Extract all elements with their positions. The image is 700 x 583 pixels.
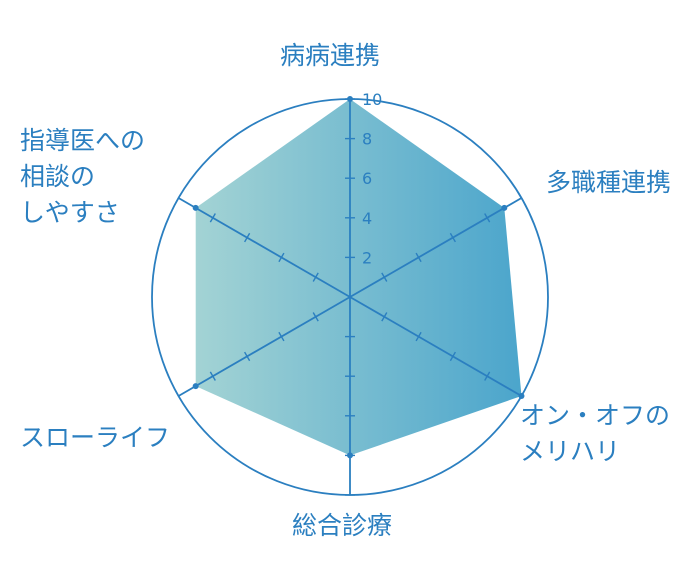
axis-tick-2-4 bbox=[415, 331, 422, 342]
axis-tick-2-2 bbox=[381, 312, 388, 322]
data-point-3 bbox=[347, 452, 353, 459]
axis-tick-4-6 bbox=[244, 351, 251, 362]
category-label-on-off-line2: メリハリ bbox=[520, 437, 621, 466]
axis-tick-4-4 bbox=[278, 331, 285, 342]
category-label-slow-life: スローライフ bbox=[20, 423, 171, 452]
axis-tick-5-4 bbox=[278, 252, 285, 263]
data-point-0 bbox=[347, 96, 353, 102]
data-area bbox=[195, 99, 522, 456]
data-point-2 bbox=[518, 393, 525, 399]
axis-tick-4-10 bbox=[175, 391, 182, 401]
tick-label-8: 8 bbox=[362, 130, 372, 149]
category-label-shidoi-line2: 相談の bbox=[20, 162, 96, 191]
category-label-shidoi-sodan: 指導医への 相談の しやすさ bbox=[20, 123, 145, 231]
axis-tick-5-8 bbox=[209, 213, 216, 223]
data-point-5 bbox=[192, 204, 199, 211]
axis-line-1 bbox=[349, 197, 522, 298]
category-label-on-off-meriharri: オン・オフの メリハリ bbox=[520, 398, 670, 470]
axis-line-2 bbox=[349, 296, 522, 397]
axis-tick-1-8 bbox=[484, 213, 491, 223]
axis-tick-1-10 bbox=[518, 193, 525, 203]
category-label-on-off-line1: オン・オフの bbox=[520, 401, 671, 430]
axis-tick-5-6 bbox=[244, 232, 251, 243]
axis-tick-5-2 bbox=[312, 272, 319, 282]
category-label-shidoi-line3: しやすさ bbox=[20, 198, 120, 227]
axis-line-5 bbox=[178, 197, 351, 298]
axis-line-4 bbox=[178, 296, 351, 397]
axis-tick-1-2 bbox=[381, 272, 388, 282]
tick-label-10: 10 bbox=[362, 90, 382, 109]
data-point-4 bbox=[192, 383, 199, 390]
tick-label-4: 4 bbox=[362, 209, 372, 228]
axis-tick-2-6 bbox=[449, 351, 456, 362]
axis-tick-1-4 bbox=[415, 252, 422, 263]
category-label-tashokushu-renkei: 多職種連携 bbox=[546, 168, 672, 197]
tick-label-2: 2 bbox=[362, 248, 372, 267]
data-point-1 bbox=[501, 204, 508, 211]
axis-tick-1-6 bbox=[449, 232, 456, 243]
category-label-sogo-shinryo: 総合診療 bbox=[292, 511, 393, 540]
category-label-byobyo-renkei: 病病連携 bbox=[280, 41, 381, 70]
axis-tick-4-8 bbox=[209, 371, 216, 381]
axis-tick-4-2 bbox=[312, 312, 319, 322]
category-label-shidoi-line1: 指導医への bbox=[20, 126, 146, 155]
axis-tick-5-10 bbox=[175, 193, 182, 203]
axis-tick-2-8 bbox=[484, 371, 491, 381]
tick-label-6: 6 bbox=[362, 169, 372, 188]
